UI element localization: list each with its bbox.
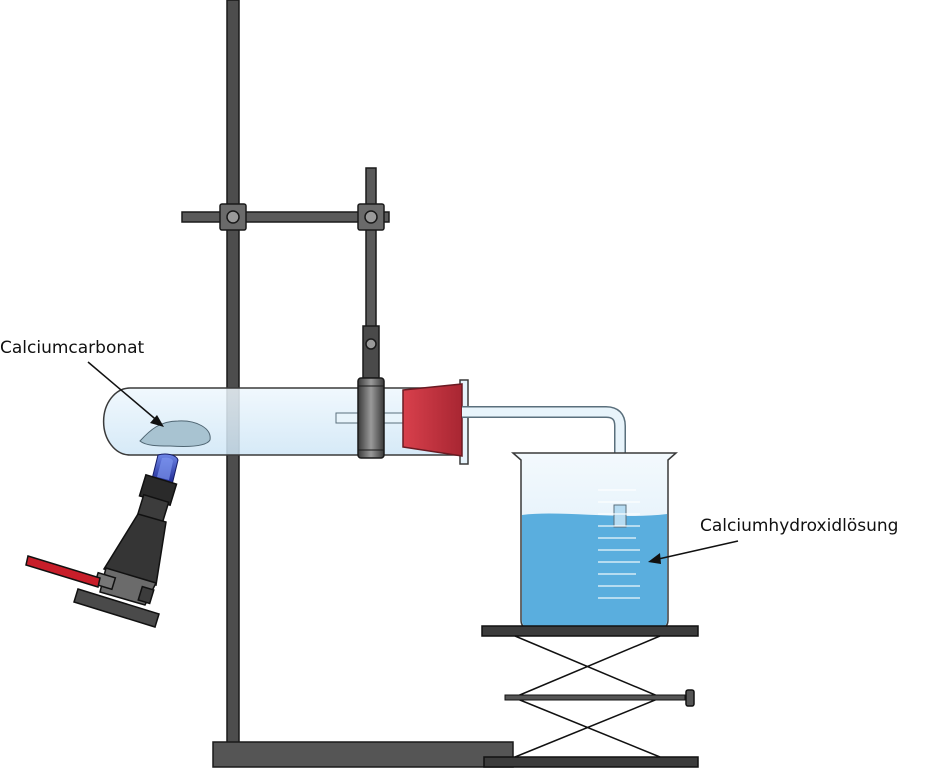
graduation-marks <box>598 489 640 599</box>
label-text-solid: Calciumcarbonat <box>0 338 145 358</box>
clamp-icon <box>362 325 380 379</box>
label-calciumhydroxidloesung: Calciumhydroxidlösung <box>648 516 898 564</box>
solid-sample <box>139 420 211 447</box>
lab-jack-knob <box>685 689 695 707</box>
flame-icon <box>151 453 179 486</box>
cross-rod <box>181 211 390 223</box>
label-calciumcarbonat: Calciumcarbonat <box>0 338 164 427</box>
rubber-stopper-icon <box>402 383 463 457</box>
boss-head-right <box>357 203 385 231</box>
lab-jack-bottom <box>483 756 699 768</box>
bunsen-burner-icon <box>25 473 178 628</box>
beaker-icon <box>511 452 678 629</box>
lab-jack-top <box>481 625 699 637</box>
delivery-tube-icon <box>462 406 626 512</box>
boss-head-left <box>219 203 247 231</box>
stand-base <box>212 741 514 768</box>
clamp-ring <box>357 377 385 459</box>
clamp-rod <box>365 167 377 334</box>
label-text-solution: Calciumhydroxidlösung <box>700 516 898 536</box>
retort-stand <box>181 0 514 768</box>
lab-jack-icon <box>481 625 699 768</box>
solution-fill <box>522 513 667 627</box>
stand-rod <box>226 0 240 747</box>
